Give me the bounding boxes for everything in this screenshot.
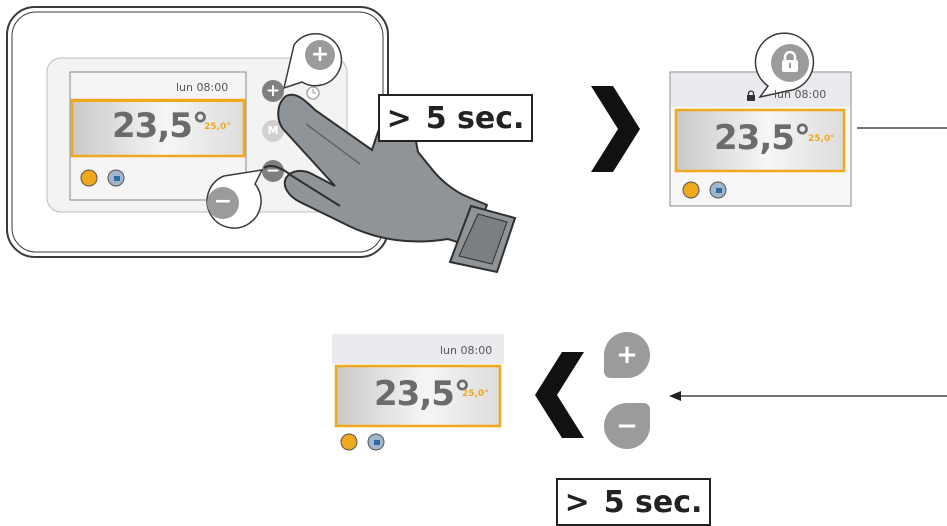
hold-duration-label-top: > 5 sec. (378, 94, 533, 142)
locked-setpoint: 25,0° (808, 134, 835, 144)
connector-line-top (857, 127, 947, 129)
unlocked-temperature: 23,5° (374, 374, 471, 414)
device-plus-button[interactable]: + (262, 80, 284, 102)
device-temperature: 23,5° (112, 106, 209, 146)
unlock-minus-button[interactable]: − (604, 403, 650, 449)
locked-temperature: 23,5° (714, 118, 811, 158)
unlocked-time: lun 08:00 (440, 344, 493, 357)
hold-duration-text: 5 sec. (425, 100, 525, 136)
hold-duration-label-bottom: > 5 sec. (556, 478, 711, 526)
unlock-plus-button[interactable]: + (604, 332, 650, 378)
unlocked-screen: lun 08:00 23,5° 25,0° (330, 332, 510, 462)
locked-screen-frame (669, 32, 852, 207)
zoom-plus-icon: + (310, 42, 330, 67)
greater-than-sign: > (564, 484, 590, 520)
device-setpoint: 25,0° (204, 122, 231, 132)
greater-than-sign: > (386, 100, 412, 136)
locked-screen: lun 08:00 23,5° 25,0° (660, 30, 860, 210)
lock-icon (782, 51, 798, 72)
chevron-right-icon (591, 86, 640, 172)
unlocked-setpoint: 25,0° (462, 389, 489, 399)
chevron-left-icon (535, 352, 584, 438)
connector-arrow-bottom (669, 391, 947, 401)
unlocked-screen-frame (332, 334, 504, 451)
device-time: lun 08:00 (176, 81, 229, 94)
small-lock-icon (747, 90, 755, 101)
zoom-minus-icon: − (213, 189, 233, 214)
device-mode-button[interactable]: M (262, 120, 284, 142)
hold-duration-text: 5 sec. (603, 484, 703, 520)
locked-time: lun 08:00 (774, 88, 827, 101)
callout-bubbles (206, 32, 343, 229)
